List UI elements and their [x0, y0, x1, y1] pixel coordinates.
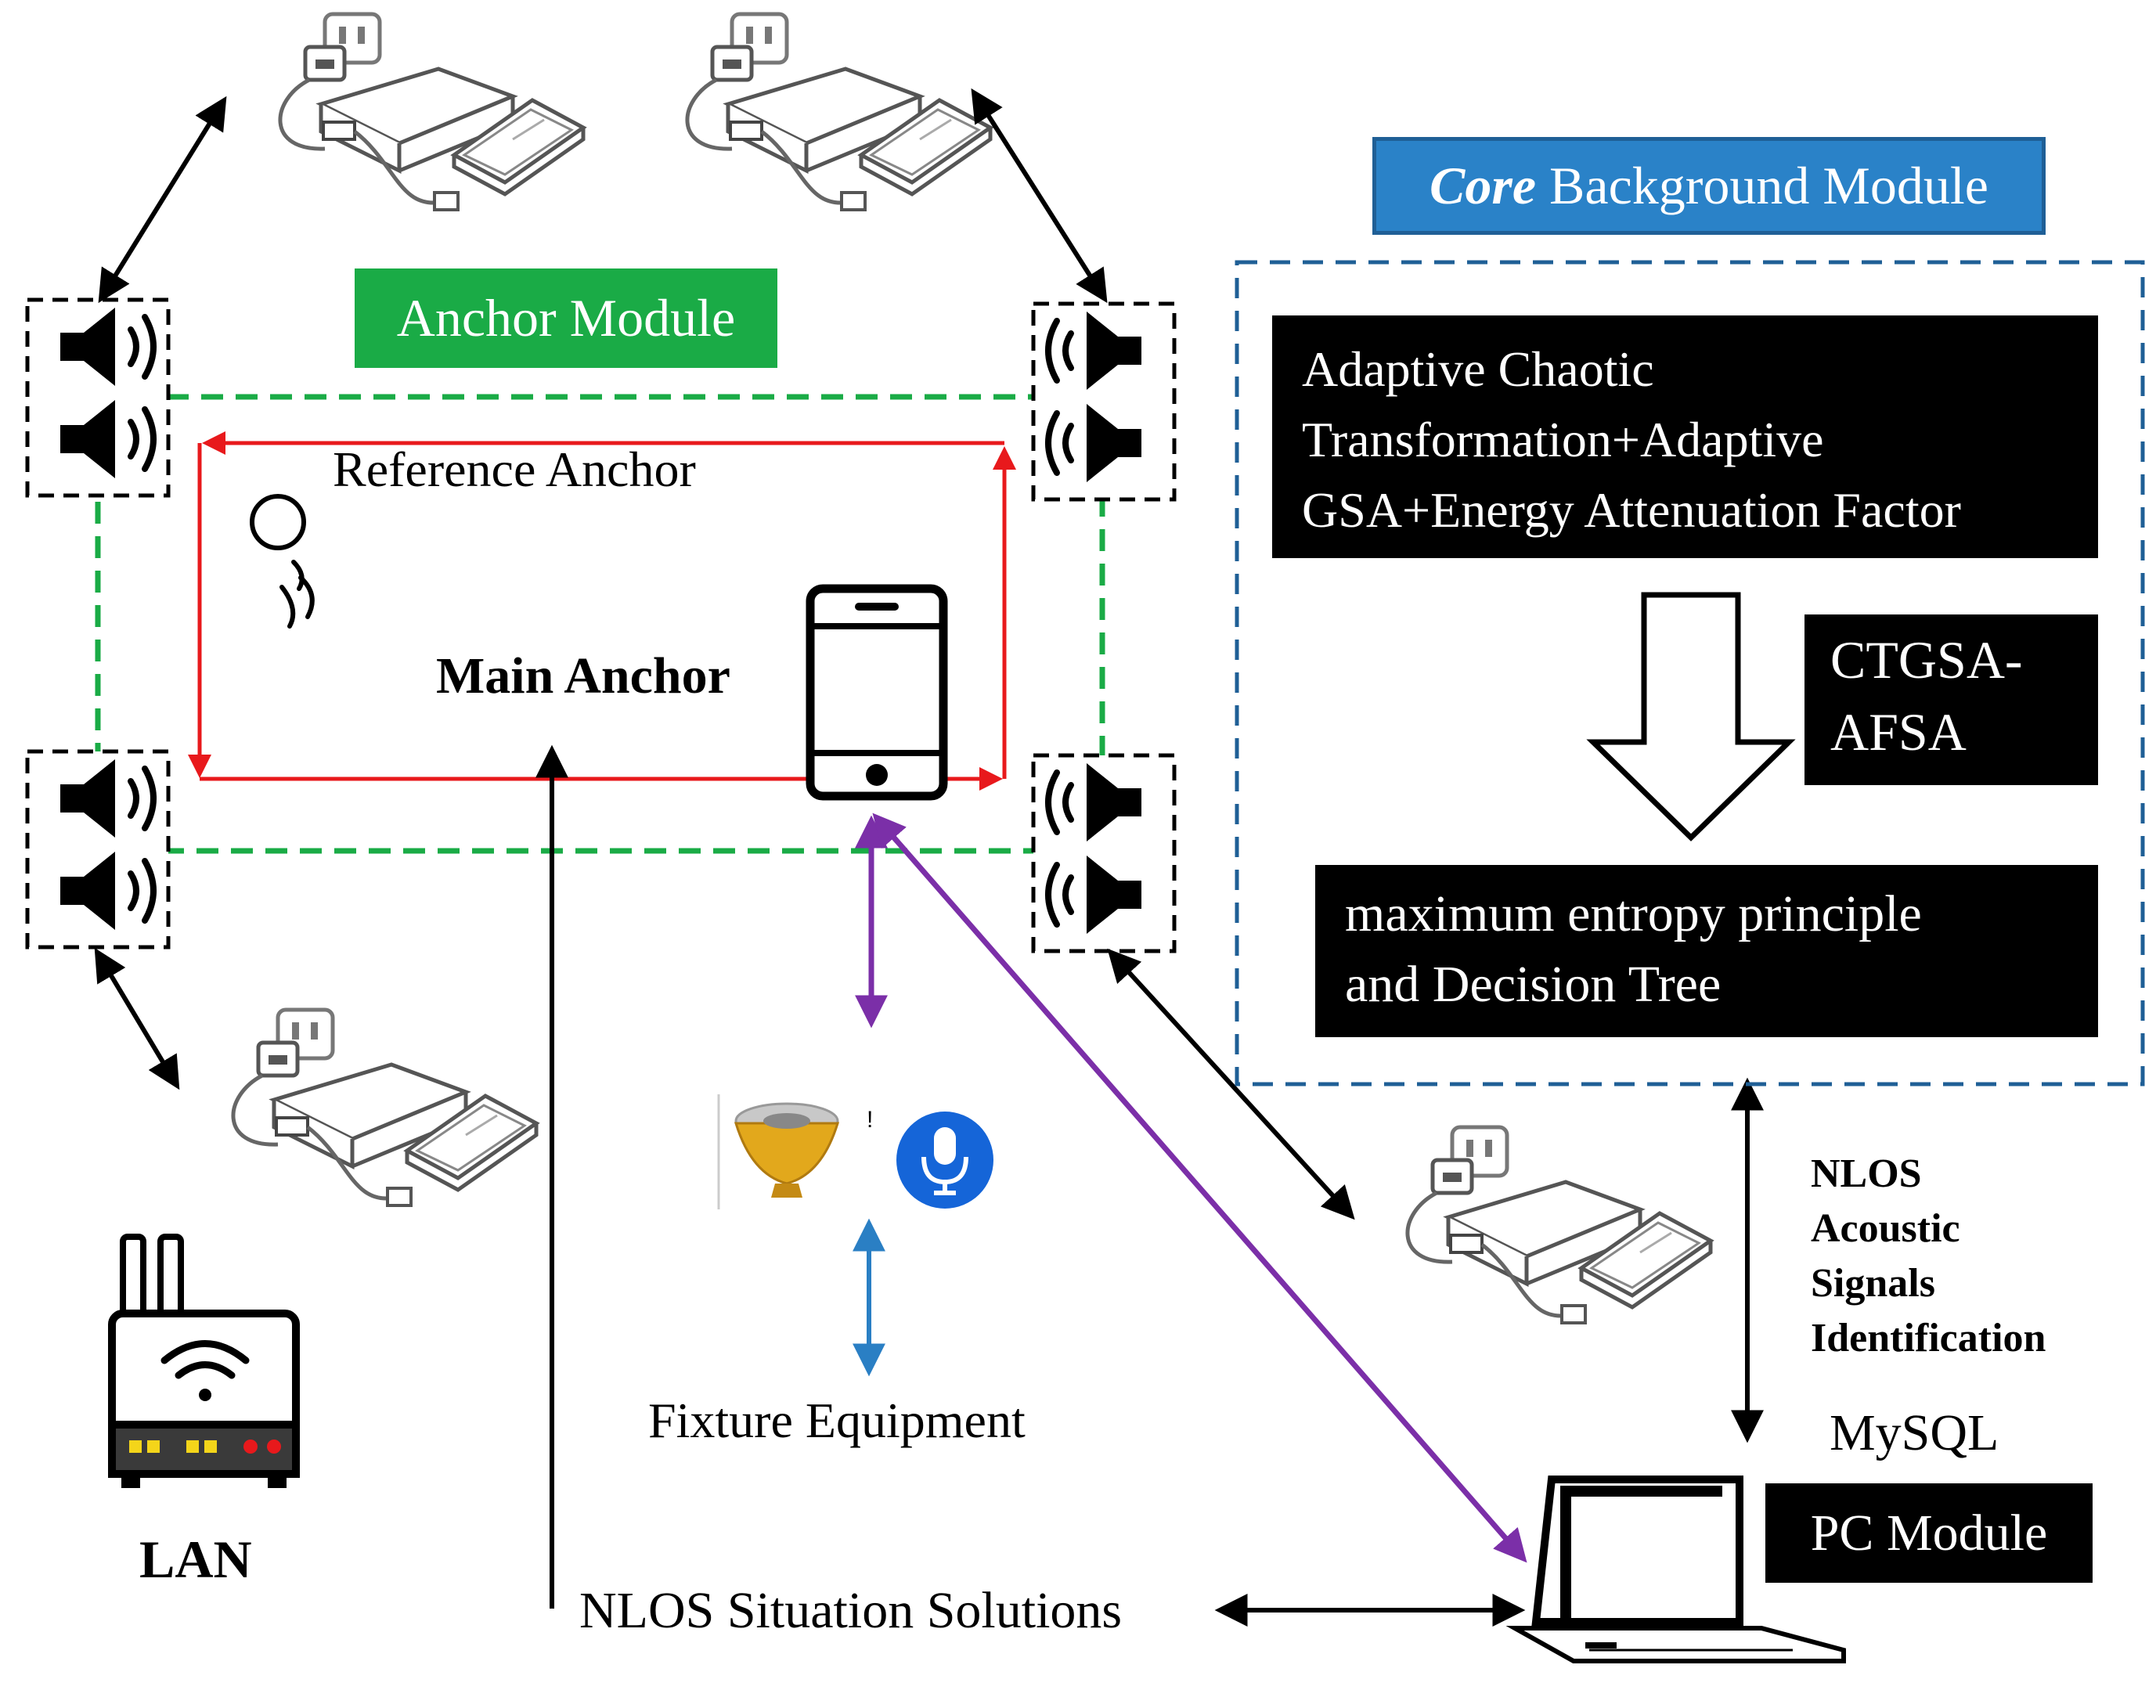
fixture-equipment-label: Fixture Equipment — [648, 1393, 1026, 1448]
ctgsa-afsa-box: CTGSA- AFSA — [1804, 614, 2098, 785]
algorithm-box: Adaptive Chaotic Transformation+Adaptive… — [1272, 315, 2098, 558]
reference-anchor-icon — [250, 494, 315, 629]
charger-phone-icon-2 — [687, 14, 990, 210]
ctgsa-line-2: AFSA — [1830, 702, 1967, 762]
core-module-tag: Core Background Module — [1372, 137, 2046, 235]
router-icon — [108, 1234, 300, 1488]
mysql-label: MySQL — [1830, 1404, 1999, 1461]
speaker-icon-top-left — [27, 300, 168, 495]
entropy-line-1: maximum entropy principle — [1345, 885, 1922, 942]
lan-label: LAN — [139, 1530, 252, 1589]
nlos-identification-label: NLOS Acoustic Signals Identification — [1811, 1147, 2046, 1366]
charger-phone-icon-4 — [1408, 1127, 1711, 1323]
process-flow-arrow — [1586, 592, 1796, 841]
nlos-id-line-1: NLOS — [1811, 1151, 1922, 1196]
nlos-id-line-4: Identification — [1811, 1316, 2046, 1360]
pc-module-box: PC Module — [1765, 1483, 2093, 1583]
laptop-icon — [1505, 1476, 1846, 1663]
main-anchor-label: Main Anchor — [436, 647, 730, 704]
nlos-id-line-3: Signals — [1811, 1261, 1935, 1306]
charger-phone-icon-1 — [280, 14, 583, 210]
core-module-rest: Background Module — [1536, 156, 1988, 215]
algorithm-line-2: Transformation+Adaptive — [1302, 412, 1824, 467]
speaker-icon-bottom-left — [27, 751, 168, 947]
reference-anchor-label: Reference Anchor — [333, 441, 696, 497]
charger-phone-icon-3 — [233, 1010, 536, 1205]
anchor-module-tag: Anchor Module — [355, 268, 777, 368]
entropy-decision-box: maximum entropy principle and Decision T… — [1315, 865, 2098, 1037]
anchor-area-outline — [95, 394, 1105, 854]
ctgsa-line-1: CTGSA- — [1830, 630, 2023, 690]
core-module-outline — [1235, 260, 2145, 1086]
microphone-icon: ! — [867, 1107, 993, 1209]
svg-text:!: ! — [867, 1107, 873, 1133]
smartphone-icon — [806, 584, 948, 801]
speaker-bowl-icon — [717, 1094, 840, 1209]
speaker-icon-top-right — [1033, 304, 1174, 499]
nlos-solutions-label: NLOS Situation Solutions — [579, 1582, 1123, 1639]
entropy-line-2: and Decision Tree — [1345, 956, 1722, 1013]
wireless-link-arrows — [855, 813, 1527, 1563]
speaker-icon-bottom-right — [1033, 755, 1174, 951]
algorithm-line-3: GSA+Energy Attenuation Factor — [1302, 482, 1961, 538]
nlos-id-line-2: Acoustic — [1811, 1206, 1960, 1251]
algorithm-line-1: Adaptive Chaotic — [1302, 341, 1654, 397]
core-module-italic: Core — [1430, 156, 1537, 215]
